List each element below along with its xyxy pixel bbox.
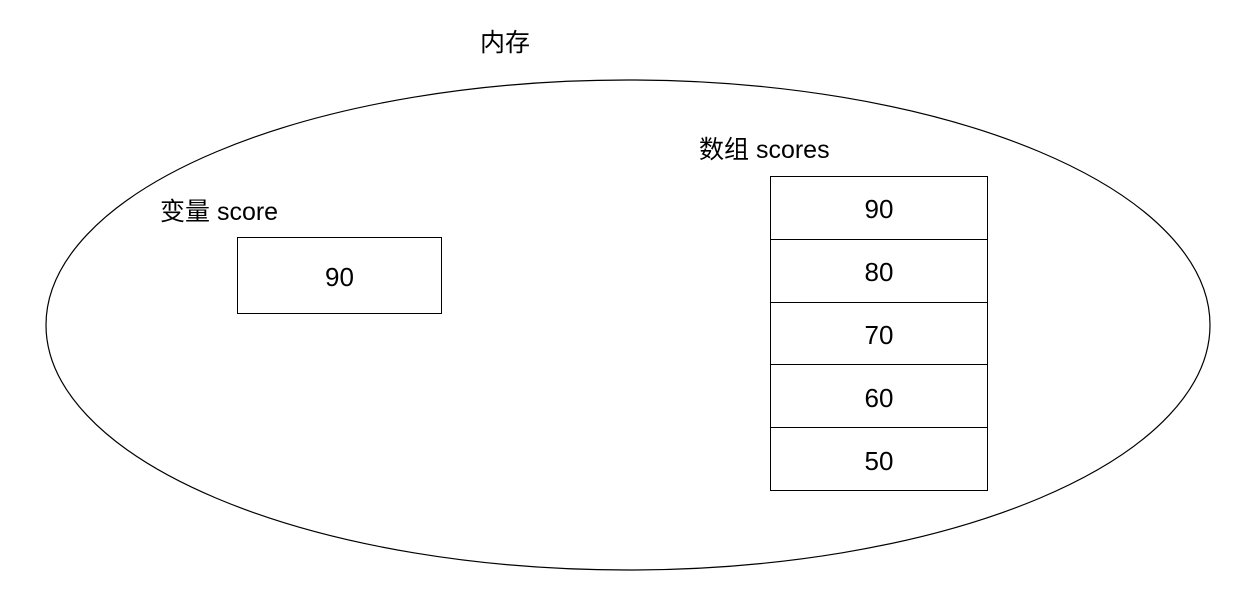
array-label: 数组 scores bbox=[699, 136, 830, 164]
array-cell-value: 70 bbox=[864, 319, 894, 350]
array-cell: 60 bbox=[771, 365, 987, 429]
array-cell: 90 bbox=[771, 177, 987, 240]
array-cell-value: 80 bbox=[864, 257, 894, 288]
array-cell: 50 bbox=[771, 428, 987, 490]
array-cell-value: 90 bbox=[864, 194, 894, 225]
variable-label: 变量 score bbox=[160, 198, 279, 226]
array-cells-table: 90 80 70 60 50 bbox=[770, 176, 988, 491]
diagram-title: 内存 bbox=[479, 29, 530, 57]
array-cell-value: 50 bbox=[864, 445, 894, 476]
variable-value-box: 90 bbox=[237, 237, 442, 314]
variable-value: 90 bbox=[325, 262, 354, 292]
array-cell-value: 60 bbox=[864, 382, 894, 413]
array-cell: 80 bbox=[771, 240, 987, 303]
array-cell: 70 bbox=[771, 303, 987, 366]
